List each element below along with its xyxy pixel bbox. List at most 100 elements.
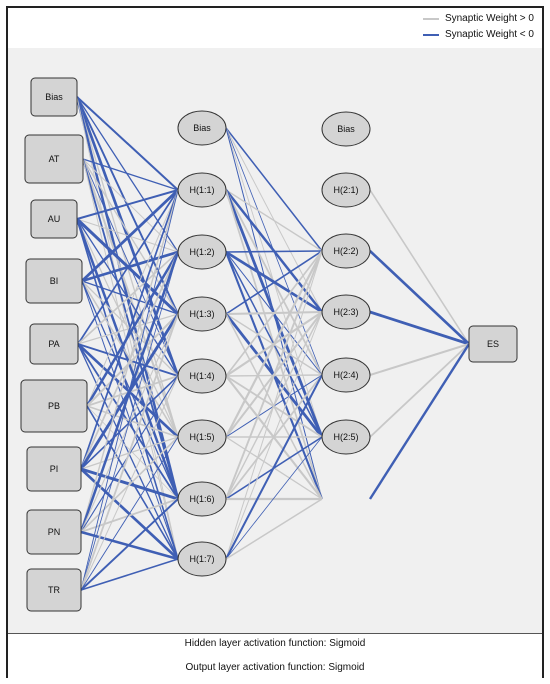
hidden1-node-h-1-6	[177, 481, 227, 517]
input-node-au	[30, 199, 78, 239]
input-node-bias	[30, 77, 78, 117]
negative-synapse	[77, 343, 179, 500]
positive-synapse	[225, 498, 323, 560]
hidden1-node-h-1-7-label: H(1:7)	[189, 554, 214, 564]
positive-synapse	[77, 313, 179, 345]
legend-positive-swatch	[422, 17, 439, 20]
negative-synapse	[77, 343, 179, 438]
hidden1-node-h-1-2	[177, 234, 227, 270]
synapse-connections	[75, 96, 471, 591]
negative-synapse	[82, 158, 179, 191]
negative-synapse	[369, 310, 470, 346]
input-node-label-tr: TR	[48, 585, 60, 595]
input-node-label-pa: PA	[48, 339, 59, 349]
negative-synapse	[369, 250, 470, 345]
positive-synapse	[80, 498, 179, 533]
positive-synapse	[76, 218, 179, 438]
input-node-label-pn: PN	[48, 527, 61, 537]
hidden1-node-h-1-4-label: H(1:4)	[189, 371, 214, 381]
negative-synapse	[76, 96, 179, 191]
negative-synapse	[80, 189, 179, 470]
hidden1-node-h-1-1-label: H(1:1)	[189, 185, 214, 195]
legend-positive: Synaptic Weight > 0	[422, 13, 534, 24]
output-activation-text: Output layer activation function: Sigmoi…	[185, 662, 365, 673]
input-node-label-pb: PB	[48, 401, 60, 411]
negative-synapse	[76, 96, 179, 253]
hidden2-node-h-2-4-label: H(2:4)	[333, 370, 358, 380]
negative-synapse	[80, 251, 179, 591]
hidden1-node-h-1-5-label: H(1:5)	[189, 432, 214, 442]
hidden2-node-bias	[321, 111, 371, 147]
positive-synapse	[86, 313, 179, 407]
input-node-pa	[29, 323, 79, 365]
hidden1-node-h-1-5	[177, 419, 227, 455]
positive-synapse	[80, 189, 179, 533]
activation-footer: Hidden layer activation function: Sigmoi…	[8, 634, 542, 678]
positive-synapse	[369, 343, 470, 438]
input-node-label-bi: BI	[50, 276, 59, 286]
hidden1-node-h-1-7	[177, 541, 227, 577]
positive-synapse	[86, 189, 179, 407]
negative-synapse	[81, 188, 179, 283]
input-node-label-at: AT	[49, 154, 60, 164]
legend-negative-label: Synaptic Weight < 0	[444, 29, 534, 40]
negative-synapse	[80, 498, 179, 591]
hidden2-node-h-2-4	[321, 357, 371, 393]
weight-legend: Synaptic Weight > 0 Synaptic Weight < 0	[8, 8, 542, 49]
input-node-label-pi: PI	[50, 464, 59, 474]
neural-network-diagram: Synaptic Weight > 0 Synaptic Weight < 0 …	[6, 6, 544, 678]
negative-synapse	[77, 343, 179, 560]
positive-synapse	[225, 311, 323, 560]
negative-synapse	[368, 343, 471, 500]
hidden2-node-h-2-1-label: H(2:1)	[333, 185, 358, 195]
positive-synapse	[369, 189, 470, 345]
input-node-tr	[26, 568, 82, 612]
positive-synapse	[76, 218, 179, 253]
input-node-at	[24, 134, 84, 184]
hidden1-node-bias	[177, 110, 227, 146]
input-node-pn	[26, 509, 82, 555]
positive-synapse	[225, 374, 323, 500]
legend-positive-label: Synaptic Weight > 0	[444, 13, 534, 24]
negative-synapse	[77, 343, 179, 377]
hidden1-node-h-1-1	[177, 172, 227, 208]
negative-synapse	[225, 250, 323, 253]
hidden2-node-h-2-2-label: H(2:2)	[333, 246, 358, 256]
legend-negative-swatch	[422, 33, 439, 36]
positive-synapse	[80, 313, 179, 533]
hidden1-node-h-1-2-label: H(1:2)	[189, 247, 214, 257]
positive-synapse	[225, 250, 323, 438]
hidden2-node-h-2-5-label: H(2:5)	[333, 432, 358, 442]
output-node-es	[468, 325, 518, 363]
input-node-label-bias: Bias	[45, 92, 63, 102]
negative-synapse	[77, 189, 179, 345]
positive-synapse	[80, 436, 179, 533]
hidden1-node-h-1-4	[177, 358, 227, 394]
hidden2-node-h-2-2	[321, 233, 371, 269]
hidden1-node-bias-label: Bias	[193, 123, 211, 133]
positive-synapse	[369, 343, 470, 376]
hidden2-node-h-2-3	[321, 294, 371, 330]
negative-synapse	[225, 436, 323, 560]
negative-synapse	[80, 436, 179, 591]
negative-synapse	[225, 127, 323, 252]
input-node-pb	[20, 379, 88, 433]
positive-synapse	[225, 250, 323, 377]
negative-synapse	[76, 189, 179, 220]
negative-synapse	[79, 251, 180, 533]
input-node-label-au: AU	[48, 214, 61, 224]
hidden2-node-h-2-1	[321, 172, 371, 208]
positive-synapse	[225, 250, 323, 560]
hidden1-node-h-1-3	[177, 296, 227, 332]
negative-synapse	[80, 189, 179, 591]
hidden1-node-h-1-6-label: H(1:6)	[189, 494, 214, 504]
negative-synapse	[80, 558, 179, 591]
negative-synapse	[225, 250, 323, 315]
hidden2-node-bias-label: Bias	[337, 124, 355, 134]
positive-synapse	[80, 313, 179, 591]
positive-synapse	[225, 189, 323, 252]
negative-synapse	[85, 251, 180, 407]
